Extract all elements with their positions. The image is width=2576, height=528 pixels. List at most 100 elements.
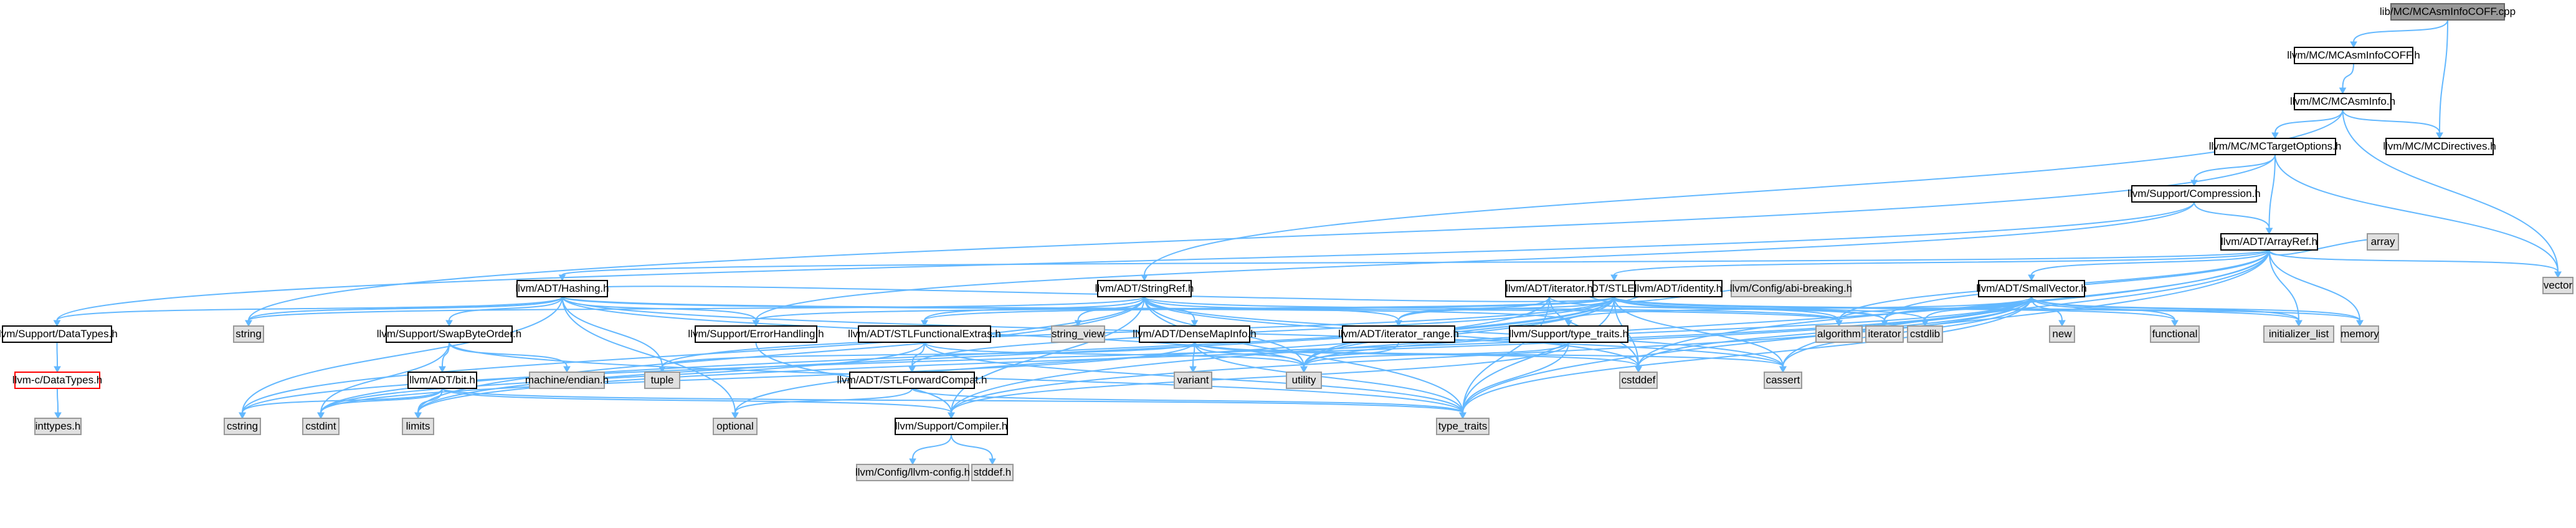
edge-mctargetoptions_h-to-string: [245, 154, 2276, 327]
node-string-view: string_view: [1051, 325, 1105, 343]
node-label: llvm/ADT/StringRef.h: [1095, 282, 1194, 294]
node-limits: limits: [402, 418, 434, 435]
node-string: string: [233, 325, 264, 343]
node-label: llvm/ADT/bit.h: [409, 374, 475, 386]
node-bit-h[interactable]: llvm/ADT/bit.h: [407, 372, 477, 389]
node-label: llvm/Support/ErrorHandling.h: [688, 328, 824, 340]
node-mcdirectives-h[interactable]: llvm/MC/MCDirectives.h: [2383, 138, 2496, 155]
node-stlfunctionalextras-h[interactable]: llvm/ADT/STLFunctionalExtras.h: [848, 325, 1001, 343]
node-label: cstdint: [305, 420, 336, 432]
node-stlforwardcompat-h[interactable]: llvm/ADT/STLForwardCompat.h: [837, 372, 987, 389]
nodes-layer: lib/MC/MCAsmInfoCOFF.cpp llvm/MC/MCAsmInf…: [0, 3, 2574, 481]
node-label: llvm/ADT/STLForwardCompat.h: [837, 374, 987, 386]
edge-mctargetoptions_h-to-compression_h: [2190, 154, 2276, 187]
node-array: array: [2367, 233, 2399, 251]
node-label: string_view: [1052, 328, 1105, 340]
node-smallvector-h[interactable]: llvm/ADT/SmallVector.h: [1976, 280, 2087, 297]
node-adt-iterator-h[interactable]: llvm/ADT/iterator.h: [1505, 280, 1594, 297]
node-label: memory: [2341, 328, 2379, 340]
node-cstdint: cstdint: [302, 418, 340, 435]
node-densemapinfo-h[interactable]: llvm/ADT/DenseMapInfo.h: [1133, 325, 1257, 343]
edge-root-to-mcdirectives_h: [2436, 19, 2448, 140]
edge-smallvector_h-to-type_traits_llvm_h: [1565, 296, 2032, 327]
edge-arrayref_h-to-smallvector_h: [2028, 249, 2270, 282]
node-cassert: cassert: [1764, 372, 1802, 389]
edge-arrayref_h-to-hashing_h: [558, 249, 2270, 282]
node-label: initializer_list: [2269, 328, 2329, 340]
node-label: llvm/ADT/Hashing.h: [515, 282, 609, 294]
node-vector: vector: [2542, 277, 2574, 294]
node-hashing-h[interactable]: llvm/ADT/Hashing.h: [515, 280, 609, 297]
node-label: llvm/MC/MCDirectives.h: [2383, 140, 2496, 152]
edge-densemapinfo_h-to-cstdint: [317, 342, 1195, 420]
node-algorithm: algorithm: [1815, 325, 1863, 343]
node-identity-h[interactable]: llvm/ADT/identity.h: [1634, 280, 1723, 297]
edge-densemapinfo_h-to-variant: [1189, 342, 1197, 373]
node-label: tuple: [651, 374, 674, 386]
node-label: llvm/MC/MCAsmInfoCOFF.h: [2287, 49, 2420, 61]
node-functional: functional: [2150, 325, 2200, 343]
node-memory: memory: [2341, 325, 2379, 343]
node-label: algorithm: [1817, 328, 1861, 340]
node-label: llvm/ADT/identity.h: [1635, 282, 1722, 294]
node-cstddef: cstddef: [1619, 372, 1658, 389]
node-utility: utility: [1286, 372, 1322, 389]
edge-stlextras_h-to-hashing_h: [558, 286, 1615, 302]
edge-stringref_h-to-string_view: [1074, 296, 1145, 327]
node-label: llvm/ADT/ArrayRef.h: [2221, 236, 2317, 247]
node-mcasminfocoff-h[interactable]: llvm/MC/MCAsmInfoCOFF.h: [2287, 47, 2420, 64]
node-initializer-list: initializer_list: [2263, 325, 2334, 343]
node-datatypes-h[interactable]: llvm/Support/DataTypes.h: [0, 325, 118, 343]
node-new: new: [2049, 325, 2075, 343]
node-mctargetoptions-h[interactable]: llvm/MC/MCTargetOptions.h: [2209, 138, 2342, 155]
node-swapbyteorder-h[interactable]: llvm/Support/SwapByteOrder.h: [377, 325, 521, 343]
edge-stringref_h-to-string: [245, 296, 1145, 327]
edge-smallvector_h-to-functional: [2031, 296, 2179, 327]
edge-hashing_h-to-swapbyteorder_h: [445, 296, 563, 327]
node-label: llvm/ADT/DenseMapInfo.h: [1133, 328, 1256, 340]
edge-adt_iterator_h-to-iterator_range_h: [1395, 296, 1550, 327]
edge-stlforwardcompat_h-to-type_traits: [911, 388, 1466, 420]
node-label: iterator: [1868, 328, 1901, 340]
node-cstdlib: cstdlib: [1907, 325, 1943, 343]
edge-mcasminfo_h-to-mcdirectives_h: [2342, 109, 2443, 140]
node-compression-h[interactable]: llvm/Support/Compression.h: [2127, 185, 2261, 203]
node-errorhandling-h[interactable]: llvm/Support/ErrorHandling.h: [688, 325, 824, 343]
edge-stringref_h-to-stlfunctionalextras_h: [921, 296, 1145, 327]
edge-mcasminfocoff_h-to-mcasminfo_h: [2339, 63, 2354, 95]
node-c-datatypes-h[interactable]: llvm-c/DataTypes.h: [12, 372, 103, 389]
edge-hashing_h-to-datatypes_h: [53, 296, 563, 327]
node-label: llvm/Config/llvm-config.h: [855, 466, 970, 478]
node-stringref-h[interactable]: llvm/ADT/StringRef.h: [1095, 280, 1194, 297]
node-label: cstddef: [1622, 374, 1656, 386]
edge-stlforwardcompat_h-to-optional: [731, 388, 913, 420]
node-label: llvm/Support/SwapByteOrder.h: [377, 328, 521, 340]
node-label: optional: [716, 420, 754, 432]
node-iterator-range-h[interactable]: llvm/ADT/iterator_range.h: [1338, 325, 1459, 343]
edge-mcasminfo_h-to-vector: [2342, 109, 2562, 279]
edge-bit_h-to-limits: [414, 388, 443, 420]
node-label: llvm-c/DataTypes.h: [12, 374, 103, 386]
node-type-traits-llvm-h[interactable]: llvm/Support/type_traits.h: [1509, 325, 1628, 343]
node-label: llvm/ADT/iterator_range.h: [1338, 328, 1459, 340]
node-label: string: [235, 328, 262, 340]
node-arrayref-h[interactable]: llvm/ADT/ArrayRef.h: [2220, 233, 2318, 251]
node-compiler-h[interactable]: llvm/Support/Compiler.h: [895, 418, 1008, 435]
edge-smallvector_h-to-new: [2031, 296, 2066, 327]
node-label: llvm/ADT/SmallVector.h: [1976, 282, 2087, 294]
node-mcasminfo-h[interactable]: llvm/MC/MCAsmInfo.h: [2290, 93, 2395, 110]
node-label: llvm/Support/type_traits.h: [1509, 328, 1628, 340]
node-label: vector: [2544, 279, 2573, 291]
node-root[interactable]: lib/MC/MCAsmInfoCOFF.cpp: [2380, 3, 2516, 21]
node-label: llvm/Support/Compiler.h: [895, 420, 1007, 432]
node-llvm-config-h: llvm/Config/llvm-config.h: [855, 464, 970, 481]
edge-arrayref_h-to-stlextras_h: [1610, 249, 2270, 282]
node-label: llvm/Support/DataTypes.h: [0, 328, 118, 340]
edge-mctargetoptions_h-to-arrayref_h: [2265, 154, 2276, 235]
node-label: cstdlib: [1910, 328, 1940, 340]
node-label: llvm/MC/MCTargetOptions.h: [2209, 140, 2342, 152]
node-label: functional: [2152, 328, 2198, 340]
node-tuple: tuple: [644, 372, 680, 389]
edge-compression_h-to-arrayref_h: [2193, 201, 2273, 235]
